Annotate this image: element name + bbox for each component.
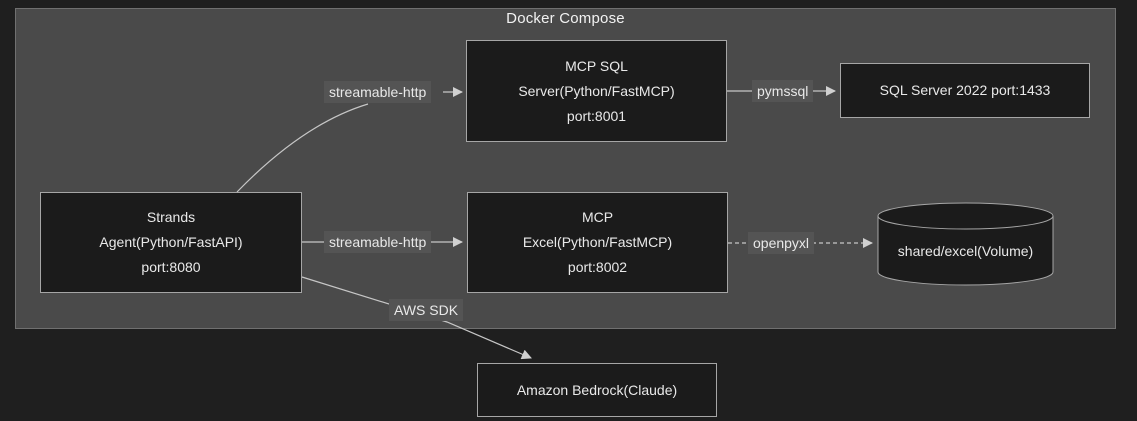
node-text-line: Excel(Python/FastMCP) <box>522 234 673 250</box>
edge-label-aws-sdk: AWS SDK <box>389 299 464 321</box>
node-strands-agent: Strands Agent(Python/FastAPI) port:8080 <box>40 192 302 293</box>
edge-label-streamable-http-excel: streamable-http <box>324 231 432 253</box>
node-text-line: port:8002 <box>567 259 628 275</box>
node-text-line: SQL Server 2022 port:1433 <box>879 82 1051 98</box>
node-text-line: MCP SQL <box>565 57 628 74</box>
node-text-line: MCP <box>581 209 614 225</box>
edge-label-streamable-http-sql: streamable-http <box>324 81 432 103</box>
node-text-line: Amazon Bedrock(Claude) <box>516 381 678 398</box>
node-sql-server-2022: SQL Server 2022 port:1433 <box>840 63 1090 118</box>
docker-compose-title: Docker Compose <box>506 10 625 27</box>
node-mcp-sql-server: MCP SQL Server(Python/FastMCP) port:8001 <box>466 40 727 142</box>
node-text-line: port:8001 <box>566 107 627 124</box>
node-amazon-bedrock: Amazon Bedrock(Claude) <box>477 363 717 417</box>
node-mcp-excel: MCP Excel(Python/FastMCP) port:8002 <box>467 192 728 293</box>
node-excel-volume-label: shared/excel(Volume) <box>897 243 1034 259</box>
node-text-line: Strands <box>146 209 196 225</box>
node-text-line: Agent(Python/FastAPI) <box>99 234 243 250</box>
edge-label-pymssql: pymssql <box>752 80 814 102</box>
node-text-line: Server(Python/FastMCP) <box>518 82 675 99</box>
edge-label-openpyxl: openpyxl <box>748 232 815 254</box>
node-text-line: port:8080 <box>141 259 201 275</box>
